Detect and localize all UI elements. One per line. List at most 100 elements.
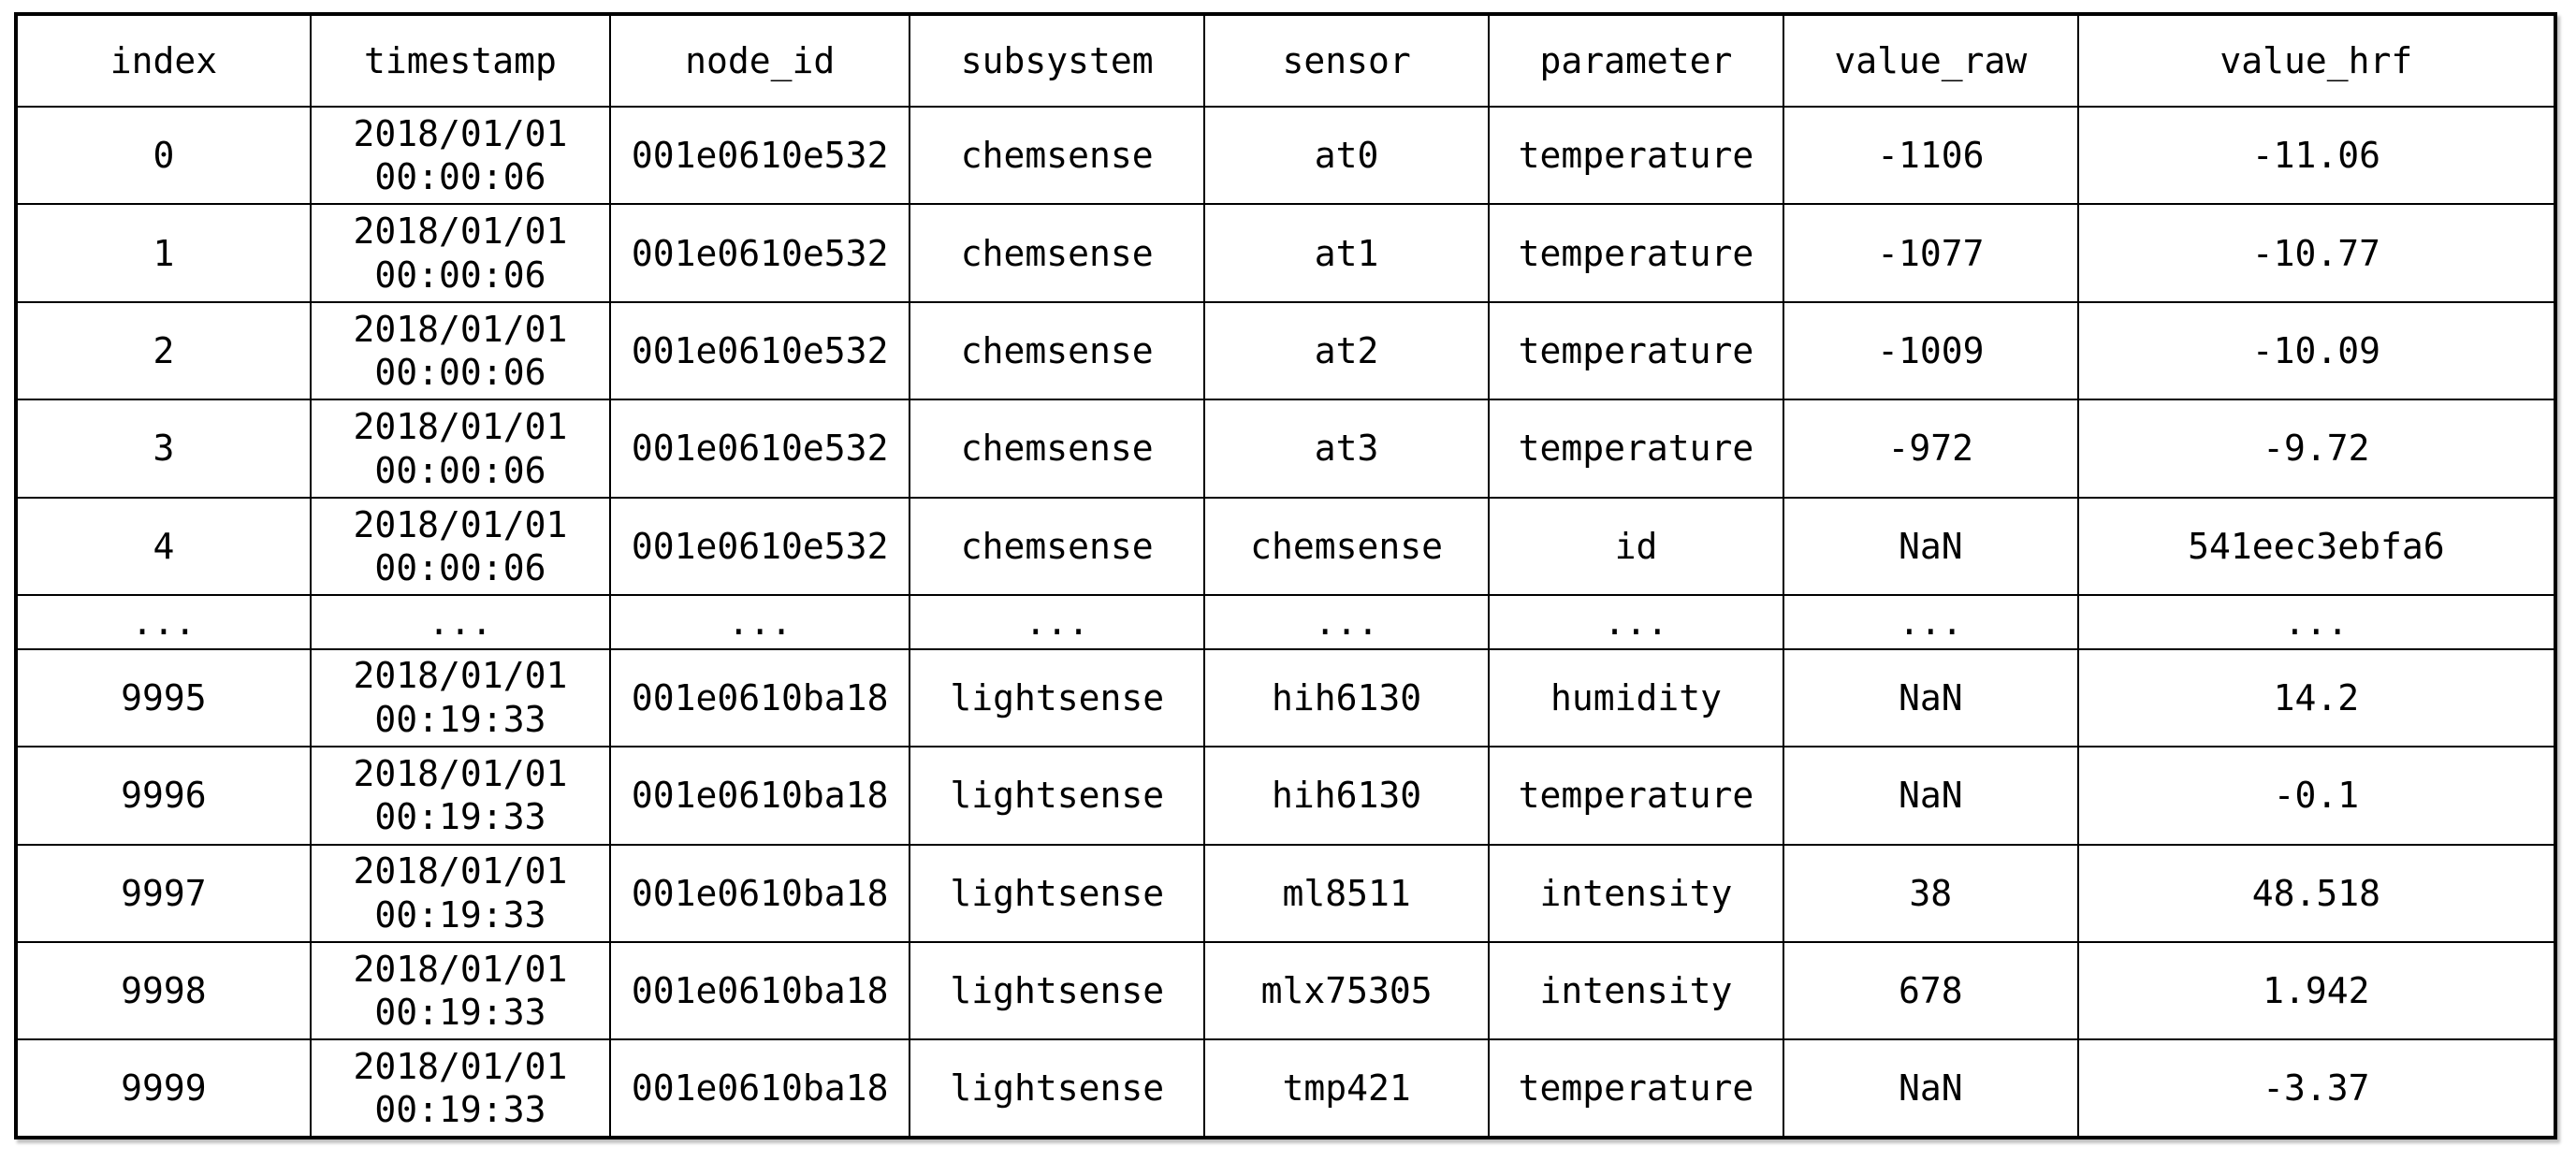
cell-sensor: at3 bbox=[1203, 399, 1491, 499]
cell-value_hrf: -3.37 bbox=[2076, 1038, 2557, 1139]
cell-node_id: 001e0610e532 bbox=[609, 496, 911, 597]
cell-timestamp: 2018/01/01 00:19:33 bbox=[309, 746, 612, 846]
cell-node_id: 001e0610ba18 bbox=[609, 647, 911, 748]
cell-parameter: humidity bbox=[1488, 647, 1784, 748]
cell-value_hrf: -10.77 bbox=[2076, 203, 2557, 303]
cell-index: 2 bbox=[15, 300, 312, 401]
cell-node_id: 001e0610e532 bbox=[609, 399, 911, 499]
cell-value_raw: 678 bbox=[1782, 940, 2079, 1041]
cell-node_id: 001e0610ba18 bbox=[609, 843, 911, 944]
cell-value_raw: ... bbox=[1782, 594, 2079, 650]
cell-node_id: 001e0610e532 bbox=[609, 203, 911, 303]
cell-value_hrf: -10.09 bbox=[2076, 300, 2557, 401]
cell-index: 9996 bbox=[15, 746, 312, 846]
cell-subsystem: lightsense bbox=[909, 746, 1206, 846]
cell-parameter: temperature bbox=[1488, 399, 1784, 499]
ellipsis-row: ........................ bbox=[15, 594, 2557, 650]
cell-value_hrf: ... bbox=[2076, 594, 2557, 650]
cell-parameter: temperature bbox=[1488, 105, 1784, 206]
cell-timestamp: 2018/01/01 00:00:06 bbox=[309, 105, 612, 206]
cell-index: 3 bbox=[15, 399, 312, 499]
cell-index: 9995 bbox=[15, 647, 312, 748]
cell-parameter: intensity bbox=[1488, 843, 1784, 944]
cell-value_hrf: -9.72 bbox=[2076, 399, 2557, 499]
cell-subsystem: lightsense bbox=[909, 1038, 1206, 1139]
cell-subsystem: chemsense bbox=[909, 399, 1206, 499]
column-header-timestamp: timestamp bbox=[309, 13, 612, 108]
cell-value_raw: NaN bbox=[1782, 647, 2079, 748]
cell-timestamp: 2018/01/01 00:19:33 bbox=[309, 843, 612, 944]
column-header-subsystem: subsystem bbox=[909, 13, 1206, 108]
cell-value_hrf: 1.942 bbox=[2076, 940, 2557, 1041]
cell-sensor: at1 bbox=[1203, 203, 1491, 303]
cell-node_id: 001e0610e532 bbox=[609, 300, 911, 401]
cell-index: ... bbox=[15, 594, 312, 650]
cell-parameter: intensity bbox=[1488, 940, 1784, 1041]
column-header-node_id: node_id bbox=[609, 13, 911, 108]
cell-timestamp: 2018/01/01 00:00:06 bbox=[309, 496, 612, 597]
cell-value_hrf: -0.1 bbox=[2076, 746, 2557, 846]
cell-value_raw: -1009 bbox=[1782, 300, 2079, 401]
cell-parameter: temperature bbox=[1488, 746, 1784, 846]
cell-sensor: at2 bbox=[1203, 300, 1491, 401]
cell-node_id: 001e0610ba18 bbox=[609, 940, 911, 1041]
cell-index: 9998 bbox=[15, 940, 312, 1041]
cell-timestamp: 2018/01/01 00:19:33 bbox=[309, 940, 612, 1041]
cell-timestamp: 2018/01/01 00:19:33 bbox=[309, 647, 612, 748]
cell-timestamp: ... bbox=[309, 594, 612, 650]
cell-value_hrf: 48.518 bbox=[2076, 843, 2557, 944]
cell-parameter: temperature bbox=[1488, 1038, 1784, 1139]
cell-sensor: hih6130 bbox=[1203, 647, 1491, 748]
cell-value_raw: -1077 bbox=[1782, 203, 2079, 303]
cell-value_hrf: 14.2 bbox=[2076, 647, 2557, 748]
cell-index: 9999 bbox=[15, 1038, 312, 1139]
cell-index: 4 bbox=[15, 496, 312, 597]
cell-node_id: 001e0610ba18 bbox=[609, 1038, 911, 1139]
cell-subsystem: chemsense bbox=[909, 105, 1206, 206]
cell-index: 0 bbox=[15, 105, 312, 206]
cell-value_hrf: 541eec3ebfa6 bbox=[2076, 496, 2557, 597]
cell-sensor: chemsense bbox=[1203, 496, 1491, 597]
cell-sensor: mlx75305 bbox=[1203, 940, 1491, 1041]
cell-parameter: ... bbox=[1488, 594, 1784, 650]
cell-subsystem: lightsense bbox=[909, 843, 1206, 944]
cell-sensor: tmp421 bbox=[1203, 1038, 1491, 1139]
column-header-value_hrf: value_hrf bbox=[2076, 13, 2557, 108]
cell-index: 1 bbox=[15, 203, 312, 303]
cell-value_raw: 38 bbox=[1782, 843, 2079, 944]
cell-subsystem: chemsense bbox=[909, 203, 1206, 303]
cell-value_raw: NaN bbox=[1782, 746, 2079, 846]
cell-node_id: ... bbox=[609, 594, 911, 650]
cell-node_id: 001e0610e532 bbox=[609, 105, 911, 206]
column-header-value_raw: value_raw bbox=[1782, 13, 2079, 108]
cell-sensor: hih6130 bbox=[1203, 746, 1491, 846]
cell-timestamp: 2018/01/01 00:00:06 bbox=[309, 399, 612, 499]
cell-subsystem: chemsense bbox=[909, 300, 1206, 401]
cell-subsystem: chemsense bbox=[909, 496, 1206, 597]
cell-subsystem: lightsense bbox=[909, 647, 1206, 748]
cell-parameter: id bbox=[1488, 496, 1784, 597]
cell-value_raw: NaN bbox=[1782, 1038, 2079, 1139]
cell-timestamp: 2018/01/01 00:19:33 bbox=[309, 1038, 612, 1139]
cell-node_id: 001e0610ba18 bbox=[609, 746, 911, 846]
cell-parameter: temperature bbox=[1488, 300, 1784, 401]
column-header-sensor: sensor bbox=[1203, 13, 1491, 108]
column-header-parameter: parameter bbox=[1488, 13, 1784, 108]
cell-timestamp: 2018/01/01 00:00:06 bbox=[309, 300, 612, 401]
column-header-index: index bbox=[15, 13, 312, 108]
cell-value_raw: -972 bbox=[1782, 399, 2079, 499]
cell-parameter: temperature bbox=[1488, 203, 1784, 303]
cell-sensor: ml8511 bbox=[1203, 843, 1491, 944]
